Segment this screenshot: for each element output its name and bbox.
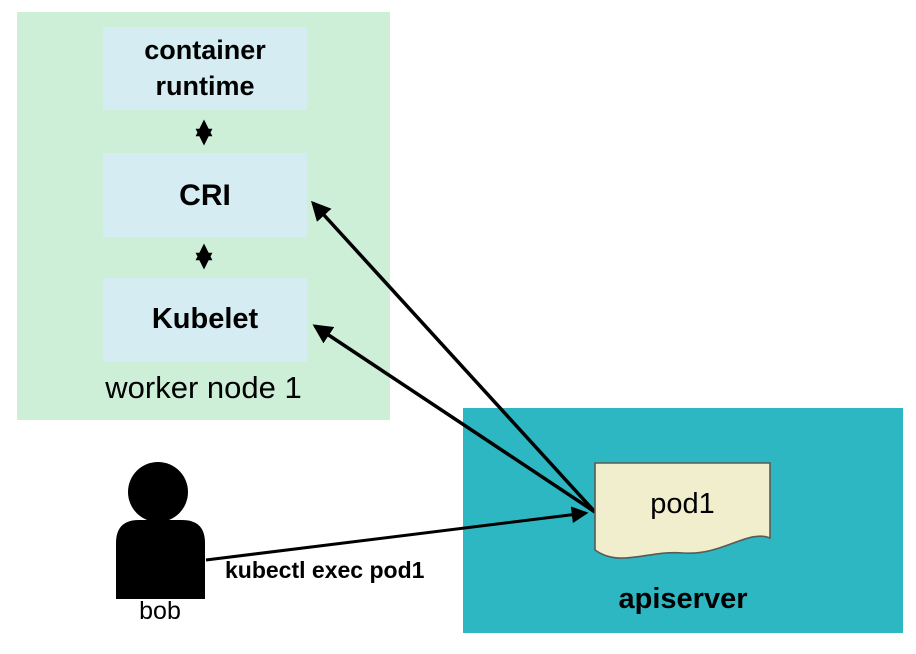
container-runtime-box: container runtime bbox=[103, 27, 307, 110]
pod1-label: pod1 bbox=[650, 487, 715, 520]
kubelet-box: Kubelet bbox=[103, 278, 307, 362]
kubectl-exec-command-label: kubectl exec pod1 bbox=[225, 557, 425, 583]
apiserver-label: apiserver bbox=[618, 583, 748, 615]
person-icon bbox=[116, 462, 205, 599]
bob-label: bob bbox=[139, 597, 181, 625]
worker-node-label: worker node 1 bbox=[105, 370, 302, 405]
cri-box: CRI bbox=[103, 153, 307, 237]
